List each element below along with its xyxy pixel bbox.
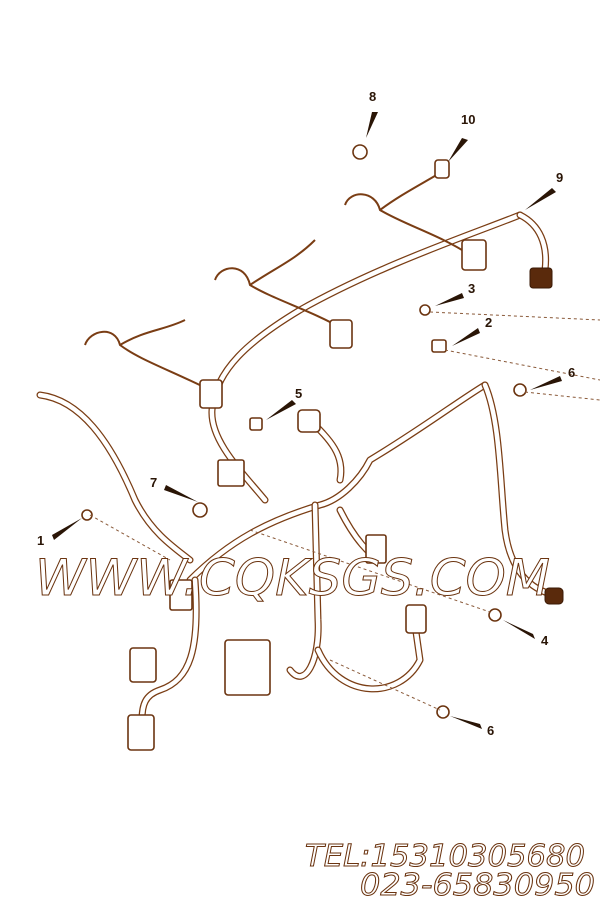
callout-8: 8 [369, 89, 376, 104]
nut-6 [436, 705, 450, 719]
callout-7: 7 [150, 475, 157, 490]
callout-3: 3 [468, 281, 475, 296]
connector [544, 587, 564, 605]
bolt-1 [81, 509, 93, 521]
connectors [81, 144, 564, 751]
callout-6-bottom: 6 [487, 723, 494, 738]
callout-5: 5 [295, 386, 302, 401]
harness-wires [36, 211, 559, 724]
callout-6-top: 6 [568, 365, 575, 380]
connector [365, 534, 387, 564]
watermark-site: WWW.CQKSGS.COM [35, 549, 550, 607]
callout-1: 1 [37, 533, 44, 548]
clip-8 [352, 144, 368, 160]
leader-lines [89, 311, 600, 711]
callout-arrows [52, 112, 562, 729]
callout-4: 4 [541, 633, 549, 648]
connector [529, 267, 553, 289]
sensor-10 [434, 159, 450, 179]
connector [405, 604, 427, 634]
clip-7 [192, 502, 208, 518]
nut-6 [513, 383, 527, 397]
connector [129, 647, 157, 683]
watermark-tel: TEL:15310305680 [305, 839, 585, 874]
bracket-clip [199, 379, 223, 409]
callout-9: 9 [556, 170, 563, 185]
nut-4 [488, 608, 502, 622]
callout-2: 2 [485, 315, 492, 330]
connector [297, 409, 321, 433]
bolt-3 [419, 304, 431, 316]
bracket-clip [329, 319, 353, 349]
bolt-5 [249, 417, 263, 431]
connector [127, 714, 155, 751]
callout-10: 10 [461, 112, 475, 127]
connector [217, 459, 245, 487]
connector [169, 579, 193, 611]
watermark: WWW.CQKSGS.COM TEL:15310305680 023-65830… [35, 549, 596, 900]
ecm-connector [224, 639, 271, 696]
bolt-2 [431, 339, 447, 353]
injector-leads [84, 169, 471, 391]
watermark-phone: 023-65830950 [360, 868, 595, 900]
bracket-clip [461, 239, 487, 271]
callout-labels: 8 10 9 3 2 6 5 7 1 4 6 [37, 89, 575, 738]
